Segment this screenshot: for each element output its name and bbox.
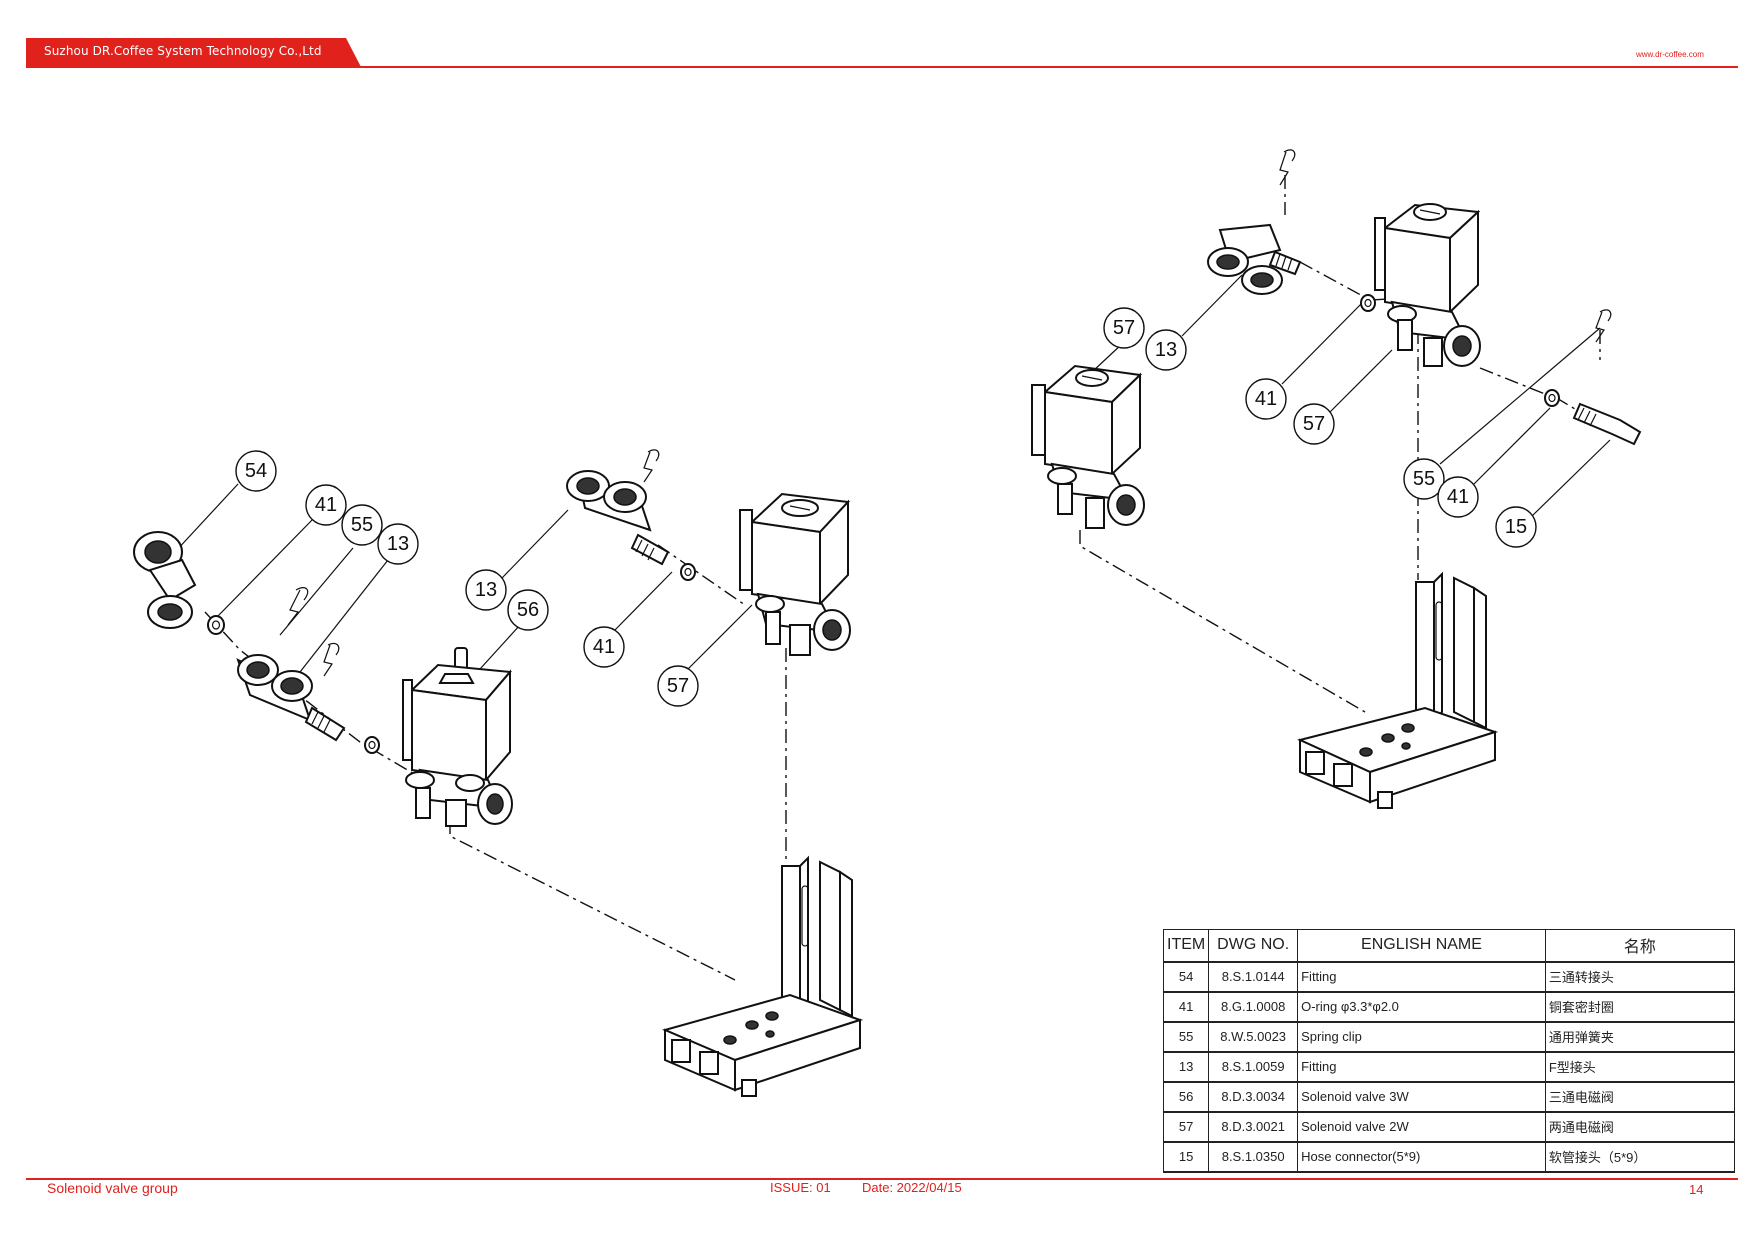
svg-text:13: 13	[1155, 339, 1177, 361]
issue-date: Date: 2022/04/15	[862, 1180, 962, 1195]
col-header-english-name: ENGLISH NAME	[1297, 929, 1546, 962]
document-title: Solenoid valve group	[47, 1180, 178, 1196]
callout-57-right-a: 57	[1103, 307, 1145, 349]
cell-chinese-name: 铜套密封圈	[1544, 991, 1736, 1022]
cell-english-name: Solenoid valve 3W	[1297, 1081, 1546, 1112]
cell-english-name: Spring clip	[1297, 1021, 1546, 1052]
cell-chinese-name: 三通转接头	[1544, 961, 1736, 992]
spring-clip-55-drawing	[287, 587, 309, 626]
svg-text:15: 15	[1505, 516, 1527, 538]
callout-56-left: 56	[507, 589, 549, 631]
table-header-row: ITEM DWG NO. ENGLISH NAME 名称	[1162, 929, 1736, 962]
svg-text:55: 55	[1413, 468, 1435, 490]
cell-chinese-name: 两通电磁阀	[1544, 1111, 1736, 1142]
cell-dwg-no: 8.S.1.0350	[1208, 1141, 1299, 1172]
cell-chinese-name: F型接头	[1544, 1051, 1736, 1082]
header-rule	[26, 66, 1738, 68]
table-row: 13 8.S.1.0059 Fitting F型接头	[1162, 1051, 1736, 1082]
svg-text:13: 13	[475, 579, 497, 601]
cell-english-name: Solenoid valve 2W	[1297, 1111, 1546, 1142]
svg-text:56: 56	[517, 599, 539, 621]
solenoid-valve-57-drawing-a	[739, 492, 851, 656]
right-assembly: 57 13 41 57 55 41 15	[1031, 149, 1642, 809]
fitting-13-drawing-right	[1207, 223, 1302, 295]
cell-english-name: Fitting	[1297, 1051, 1546, 1082]
svg-text:54: 54	[245, 460, 267, 482]
issue-number: ISSUE: 01	[770, 1180, 831, 1195]
callout-41-right-b: 41	[1437, 476, 1479, 518]
callout-13-left-b: 13	[465, 569, 507, 611]
col-header-item: ITEM	[1162, 929, 1210, 962]
callout-15-right: 15	[1495, 506, 1537, 548]
fitting-13-drawing-b	[566, 470, 670, 566]
mounting-bracket-drawing-a	[661, 855, 864, 1097]
svg-text:41: 41	[1255, 388, 1277, 410]
cell-item: 56	[1162, 1081, 1210, 1112]
cell-item: 54	[1162, 961, 1210, 992]
callout-41-right-a: 41	[1245, 378, 1287, 420]
col-header-dwg-no: DWG NO.	[1208, 929, 1299, 962]
cell-chinese-name: 通用弹簧夹	[1544, 1021, 1736, 1052]
fitting-54-drawing	[133, 531, 197, 629]
cell-english-name: Hose connector(5*9)	[1297, 1141, 1546, 1172]
svg-text:13: 13	[387, 533, 409, 555]
website-url: www.dr-coffee.com	[1636, 50, 1704, 59]
svg-text:41: 41	[593, 636, 615, 658]
table-row: 55 8.W.5.0023 Spring clip 通用弹簧夹	[1162, 1021, 1736, 1052]
callout-54-left: 54	[235, 450, 277, 492]
table-row: 57 8.D.3.0021 Solenoid valve 2W 两通电磁阀	[1162, 1111, 1736, 1142]
solenoid-valve-56-drawing	[402, 647, 513, 827]
table-row: 41 8.G.1.0008 O-ring φ3.3*φ2.0 铜套密封圈	[1162, 991, 1736, 1022]
table-row: 56 8.D.3.0034 Solenoid valve 3W 三通电磁阀	[1162, 1081, 1736, 1112]
callout-55-right: 55	[1403, 458, 1445, 500]
left-assembly: 54 41 55 13 13 56 41 57	[133, 449, 864, 1097]
footer-rule	[26, 1178, 1738, 1180]
col-header-chinese-name: 名称	[1544, 929, 1736, 962]
svg-text:41: 41	[1447, 486, 1469, 508]
cell-dwg-no: 8.G.1.0008	[1208, 991, 1299, 1022]
callout-13-right: 13	[1145, 329, 1187, 371]
cell-dwg-no: 8.W.5.0023	[1208, 1021, 1299, 1052]
svg-text:41: 41	[315, 494, 337, 516]
callout-41-left-b: 41	[583, 626, 625, 668]
cell-item: 13	[1162, 1051, 1210, 1082]
fitting-13-drawing-a	[236, 654, 346, 742]
cell-item: 57	[1162, 1111, 1210, 1142]
callout-55-left: 55	[341, 504, 383, 546]
svg-text:57: 57	[1303, 413, 1325, 435]
header-banner	[26, 38, 361, 67]
callout-57-right-b: 57	[1293, 403, 1335, 445]
page-number: 14	[1689, 1182, 1704, 1197]
cell-dwg-no: 8.S.1.0144	[1208, 961, 1299, 992]
cell-dwg-no: 8.D.3.0021	[1208, 1111, 1299, 1142]
company-name: Suzhou DR.Coffee System Technology Co.,L…	[44, 44, 322, 58]
svg-text:57: 57	[1113, 317, 1135, 339]
solenoid-valve-57-drawing-b	[1374, 203, 1481, 367]
solenoid-valve-57-drawing-c	[1031, 364, 1145, 529]
callout-13-left-a: 13	[377, 523, 419, 565]
cell-english-name: Fitting	[1297, 961, 1546, 992]
cell-dwg-no: 8.S.1.0059	[1208, 1051, 1299, 1082]
oring-41-drawing	[207, 615, 225, 635]
cell-item: 41	[1162, 991, 1210, 1022]
callout-41-left-a: 41	[305, 484, 347, 526]
cell-item: 55	[1162, 1021, 1210, 1052]
svg-text:57: 57	[667, 675, 689, 697]
callout-57-left: 57	[657, 665, 699, 707]
parts-list-table: ITEM DWG NO. ENGLISH NAME 名称 54 8.S.1.01…	[1162, 929, 1736, 1173]
hose-connector-15-drawing	[1572, 402, 1642, 446]
mounting-bracket-drawing-b	[1297, 571, 1499, 809]
cell-chinese-name: 软管接头（5*9）	[1544, 1141, 1736, 1172]
cell-english-name: O-ring φ3.3*φ2.0	[1297, 991, 1546, 1022]
spring-clip-55-drawing-right	[1279, 149, 1296, 186]
cell-dwg-no: 8.D.3.0034	[1208, 1081, 1299, 1112]
table-row: 15 8.S.1.0350 Hose connector(5*9) 软管接头（5…	[1162, 1141, 1736, 1172]
svg-text:55: 55	[351, 514, 373, 536]
cell-chinese-name: 三通电磁阀	[1544, 1081, 1736, 1112]
cell-item: 15	[1162, 1141, 1210, 1172]
table-row: 54 8.S.1.0144 Fitting 三通转接头	[1162, 961, 1736, 992]
